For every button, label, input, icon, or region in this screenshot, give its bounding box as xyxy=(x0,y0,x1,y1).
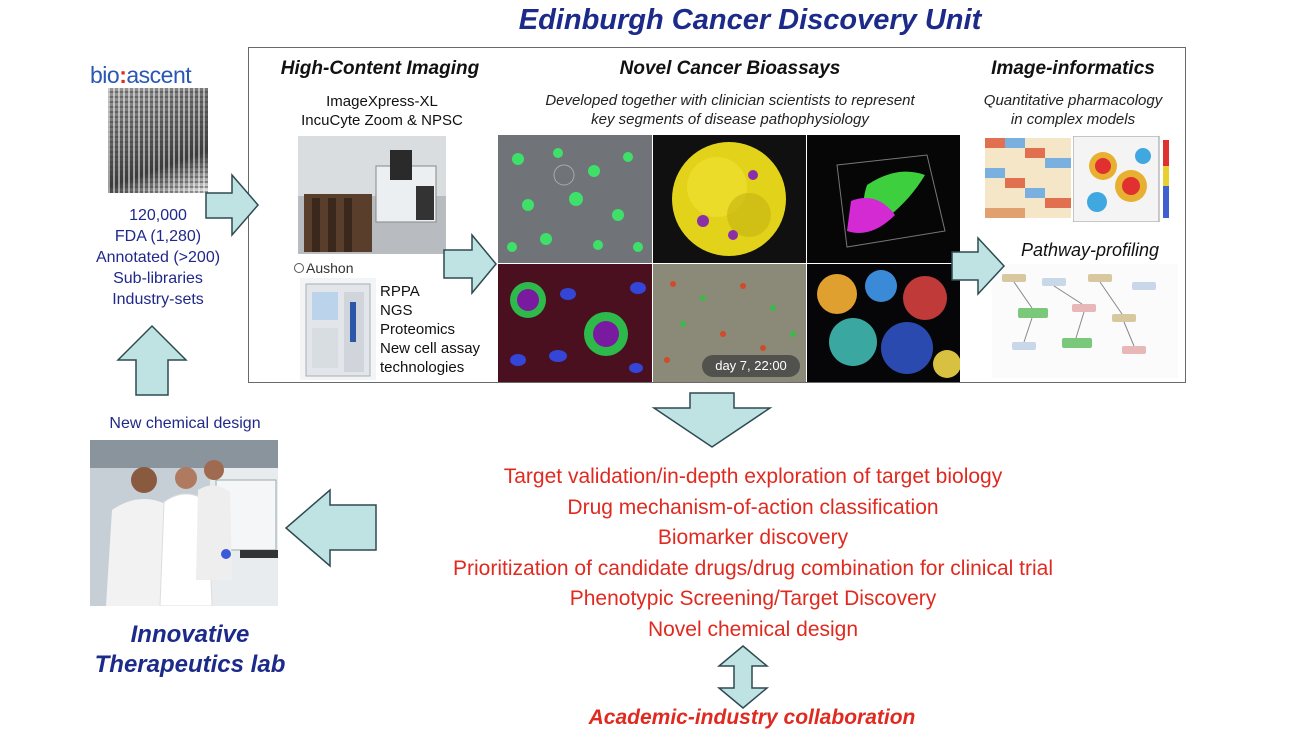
aushon-brand: Aushon xyxy=(294,260,353,276)
arrow-up-to-library xyxy=(116,324,188,396)
aushon-icon xyxy=(294,263,304,273)
outcome-item: Target validation/in-depth exploration o… xyxy=(503,465,1003,488)
cells-green-drawing xyxy=(498,135,652,263)
bioassay-image-immunostain xyxy=(498,264,652,382)
timelapse-timestamp: day 7, 22:00 xyxy=(702,355,800,377)
aushon-label: Aushon xyxy=(306,260,354,276)
collaboration-label: Academic-industry collaboration xyxy=(588,706,916,729)
imaging-title: High-Content Imaging xyxy=(280,58,480,79)
arrow-left-to-lab xyxy=(284,488,377,568)
bioassays-subtitle-line: Developed together with clinician scient… xyxy=(545,92,915,109)
technology-item: NGS xyxy=(380,302,413,319)
outcome-item: Prioritization of candidate drugs/drug c… xyxy=(453,556,1053,580)
informatics-subtitle-line: in complex models xyxy=(1010,111,1136,128)
bioassays-subtitle-line: key segments of disease pathophysiology xyxy=(591,111,869,128)
library-line: Annotated (>200) xyxy=(95,249,221,266)
spheroid-drawing xyxy=(653,135,806,263)
library-line: Sub-libraries xyxy=(113,270,203,287)
arrow-double-vertical xyxy=(716,645,770,709)
new-chemical-design-label: New chemical design xyxy=(109,415,261,432)
immunostain-drawing xyxy=(498,264,652,382)
aushon-drawing xyxy=(300,278,376,380)
bioascent-logo: bio:ascent xyxy=(90,62,192,89)
bioassay-image-cells-green xyxy=(498,135,652,263)
imaging-instruments: ImageXpress-XL IncuCyte Zoom & NPSC xyxy=(262,92,502,130)
informatics-subtitle: Quantitative pharmacology in complex mod… xyxy=(960,91,1186,129)
technology-item: New cell assay xyxy=(380,340,481,357)
arrow-down-to-outcomes xyxy=(651,392,773,448)
bioassays-title: Novel Cancer Bioassays xyxy=(619,58,841,79)
arrow-right-library-to-imaging xyxy=(205,172,259,238)
lab-photo xyxy=(90,440,278,606)
bioassay-image-3d-culture xyxy=(807,135,960,263)
outcome-item: Biomarker discovery xyxy=(657,526,849,549)
library-line: 120,000 xyxy=(129,207,187,224)
instrument-line: IncuCyte Zoom & NPSC xyxy=(301,112,463,129)
bioassay-image-organoids xyxy=(807,264,960,382)
outcomes-list: Target validation/in-depth exploration o… xyxy=(340,462,1166,645)
library-line: FDA (1,280) xyxy=(114,228,202,245)
organoids-drawing xyxy=(807,264,960,382)
instrument-line: ImageXpress-XL xyxy=(326,93,438,110)
outcome-item: Phenotypic Screening/Target Discovery xyxy=(569,587,937,610)
heatmap-drawing xyxy=(985,138,1071,218)
aushon-instrument-photo xyxy=(300,278,376,380)
page-title: Edinburgh Cancer Discovery Unit xyxy=(518,4,982,36)
informatics-title: Image-informatics xyxy=(991,58,1155,79)
library-line: Industry-sets xyxy=(112,291,204,308)
logo-part-bio: bio xyxy=(90,62,120,88)
technology-list: RPPA NGS Proteomics New cell assay techn… xyxy=(380,282,500,377)
heatmap-image xyxy=(985,138,1071,218)
technology-item: Proteomics xyxy=(380,321,456,338)
culture-3d-drawing xyxy=(807,135,960,263)
technology-item: technologies xyxy=(380,359,465,376)
pathway-profiling-label: Pathway-profiling xyxy=(1020,240,1160,260)
lab-photo-drawing xyxy=(90,440,278,606)
compound-plate-image xyxy=(108,88,208,193)
arrow-right-assays-to-informatics xyxy=(951,236,1006,296)
lab-title-line: Innovative xyxy=(130,621,250,648)
density-drawing xyxy=(1073,136,1169,222)
informatics-subtitle-line: Quantitative pharmacology xyxy=(983,92,1163,109)
library-info: 120,000 FDA (1,280) Annotated (>200) Sub… xyxy=(68,205,248,310)
bioassays-subtitle: Developed together with clinician scient… xyxy=(500,91,960,129)
technology-item: RPPA xyxy=(380,283,420,300)
outcome-item: Drug mechanism-of-action classification xyxy=(567,495,939,519)
logo-part-ascent: ascent xyxy=(126,62,192,88)
scatter-density-image xyxy=(1073,136,1173,222)
lab-title-line: Therapeutics lab xyxy=(94,651,286,678)
arrow-right-imaging-to-assays xyxy=(443,232,497,296)
bioassay-image-spheroid xyxy=(653,135,806,263)
outcome-item: Novel chemical design xyxy=(647,617,859,641)
pathway-diagram-image xyxy=(992,264,1178,378)
imagexpress-drawing xyxy=(298,136,446,254)
imagexpress-photo xyxy=(298,136,446,254)
logo-colon: : xyxy=(119,62,127,88)
lab-title: Innovative Therapeutics lab xyxy=(40,620,340,680)
pathway-drawing xyxy=(992,264,1178,378)
